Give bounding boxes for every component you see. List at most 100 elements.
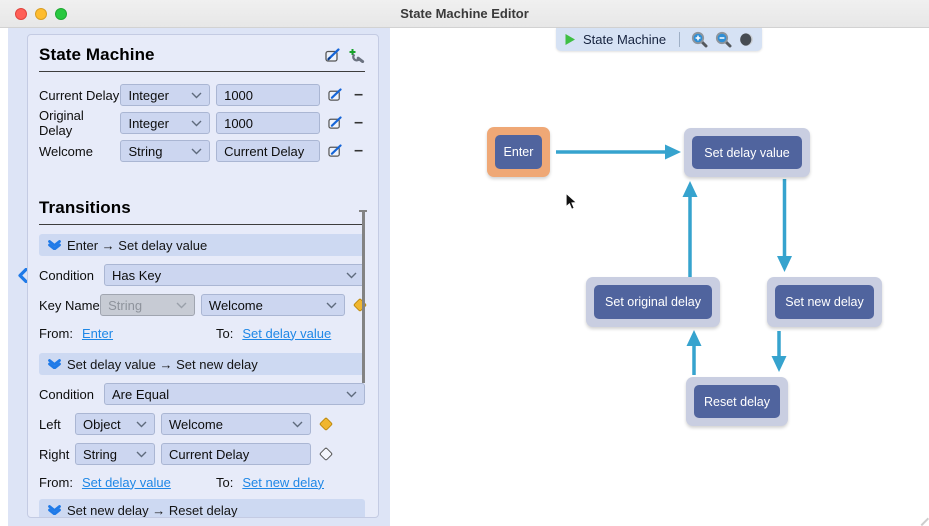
edit-variable-button[interactable] [328, 116, 343, 130]
node-label: Set original delay [594, 285, 712, 319]
variable-bound-diamond-icon [352, 297, 368, 313]
node-label: Set delay value [692, 136, 802, 169]
variable-name: Original Delay [39, 108, 84, 138]
transition-header-label: Set new delay → Reset delay [67, 502, 238, 518]
variable-value-input[interactable] [216, 140, 321, 162]
state-machine-card: State Machine [27, 34, 379, 518]
remove-variable-button[interactable]: – [354, 114, 363, 131]
edit-button[interactable] [325, 47, 341, 63]
zoom-out-button[interactable] [715, 31, 732, 48]
graph-canvas[interactable]: State Machine Enter [390, 28, 929, 526]
sidebar-panel: State Machine [8, 28, 390, 526]
transition-header[interactable]: Set new delay → Reset delay [39, 499, 365, 518]
condition-select[interactable]: Has Key [104, 264, 365, 286]
to-label: To: [216, 325, 234, 341]
selected-type: Object [83, 416, 121, 432]
selected-value: Welcome [208, 297, 263, 313]
variable-row: Current Delay Integer – [39, 84, 365, 106]
from-state-link[interactable]: Set delay value [81, 474, 171, 490]
close-button[interactable] [15, 8, 27, 20]
key-type-select-disabled: String [100, 294, 195, 316]
node-enter[interactable]: Enter [487, 127, 550, 177]
mouse-cursor [565, 192, 578, 211]
contrast-icon [740, 33, 753, 46]
chevron-down-icon [191, 92, 202, 98]
node-label: Enter [495, 135, 542, 169]
variable-name: Current Delay [39, 87, 120, 103]
window-titlebar: State Machine Editor [0, 0, 929, 28]
node-set-new-delay[interactable]: Set new delay [767, 277, 882, 327]
edit-icon [328, 88, 342, 101]
edit-variable-button[interactable] [328, 144, 343, 158]
chevron-down-icon [191, 120, 202, 126]
chevron-left-icon [17, 267, 27, 283]
remove-variable-button[interactable]: – [354, 86, 363, 103]
variable-value-input[interactable] [216, 112, 321, 134]
collapse-chevron-icon [48, 505, 61, 515]
chevron-down-icon [136, 451, 147, 457]
selected-type: Integer [128, 115, 169, 131]
to-state-link[interactable]: Set delay value [242, 325, 332, 341]
divider [39, 224, 365, 225]
node-set-delay-value[interactable]: Set delay value [684, 128, 810, 177]
chevron-down-icon [346, 391, 357, 397]
play-icon [565, 34, 575, 45]
left-type-select[interactable]: Object [75, 413, 155, 435]
zoom-button[interactable] [55, 8, 67, 20]
panel-title: State Machine [39, 45, 155, 64]
variables-list: Current Delay Integer – Original Delay I… [39, 84, 365, 162]
right-operand-label: Right [39, 446, 70, 462]
selected-type: Integer [128, 87, 169, 103]
literal-diamond-icon [318, 446, 334, 462]
canvas-toolbar: State Machine [556, 28, 762, 51]
edit-variable-button[interactable] [328, 88, 343, 102]
node-label: Set new delay [775, 285, 874, 319]
variable-type-select[interactable]: Integer [120, 84, 211, 106]
from-label: From: [39, 325, 73, 341]
left-operand-label: Left [39, 416, 61, 432]
transition-header-label: Set delay value → Set new delay [67, 356, 258, 372]
zoom-in-icon [691, 31, 708, 48]
from-label: From: [39, 474, 73, 490]
transition-header-label: Enter → Set delay value [67, 237, 208, 253]
left-value-select[interactable]: Welcome [161, 413, 311, 435]
right-value-input[interactable] [161, 443, 311, 465]
contrast-toggle-button[interactable] [739, 32, 754, 47]
condition-select[interactable]: Are Equal [104, 383, 365, 405]
selected-type: String [83, 446, 117, 462]
collapse-chevron-icon [48, 240, 61, 250]
to-state-link[interactable]: Set new delay [242, 474, 325, 490]
chevron-down-icon [346, 272, 357, 278]
edit-icon [325, 47, 340, 62]
add-variable-button[interactable] [348, 48, 365, 63]
right-type-select[interactable]: String [75, 443, 155, 465]
scrollbar-thumb[interactable] [362, 210, 365, 383]
panel-collapse-button[interactable] [14, 262, 30, 288]
zoom-out-icon [715, 31, 732, 48]
chevron-down-icon [191, 148, 202, 154]
transition-header[interactable]: Set delay value → Set new delay [39, 353, 365, 375]
to-label: To: [216, 474, 234, 490]
node-set-original-delay[interactable]: Set original delay [586, 277, 720, 327]
from-state-link[interactable]: Enter [81, 325, 114, 341]
variable-row: Original Delay Integer – [39, 108, 365, 138]
remove-variable-button[interactable]: – [354, 142, 363, 159]
zoom-in-button[interactable] [691, 31, 708, 48]
minimize-button[interactable] [35, 8, 47, 20]
divider [679, 32, 680, 47]
variable-row: Welcome String – [39, 140, 365, 162]
collapse-chevron-icon [48, 359, 61, 369]
variable-type-select[interactable]: String [120, 140, 211, 162]
divider [39, 71, 365, 72]
selected-value: Welcome [169, 416, 223, 432]
transition-header[interactable]: Enter → Set delay value [39, 234, 365, 256]
variable-type-select[interactable]: Integer [120, 112, 211, 134]
run-button[interactable] [564, 33, 576, 46]
variable-value-input[interactable] [216, 84, 321, 106]
condition-label: Condition [39, 267, 94, 283]
chevron-down-icon [326, 302, 337, 308]
transitions-title: Transitions [39, 198, 131, 217]
chevron-down-icon [136, 421, 147, 427]
key-value-select[interactable]: Welcome [200, 294, 346, 316]
node-reset-delay[interactable]: Reset delay [686, 377, 788, 426]
